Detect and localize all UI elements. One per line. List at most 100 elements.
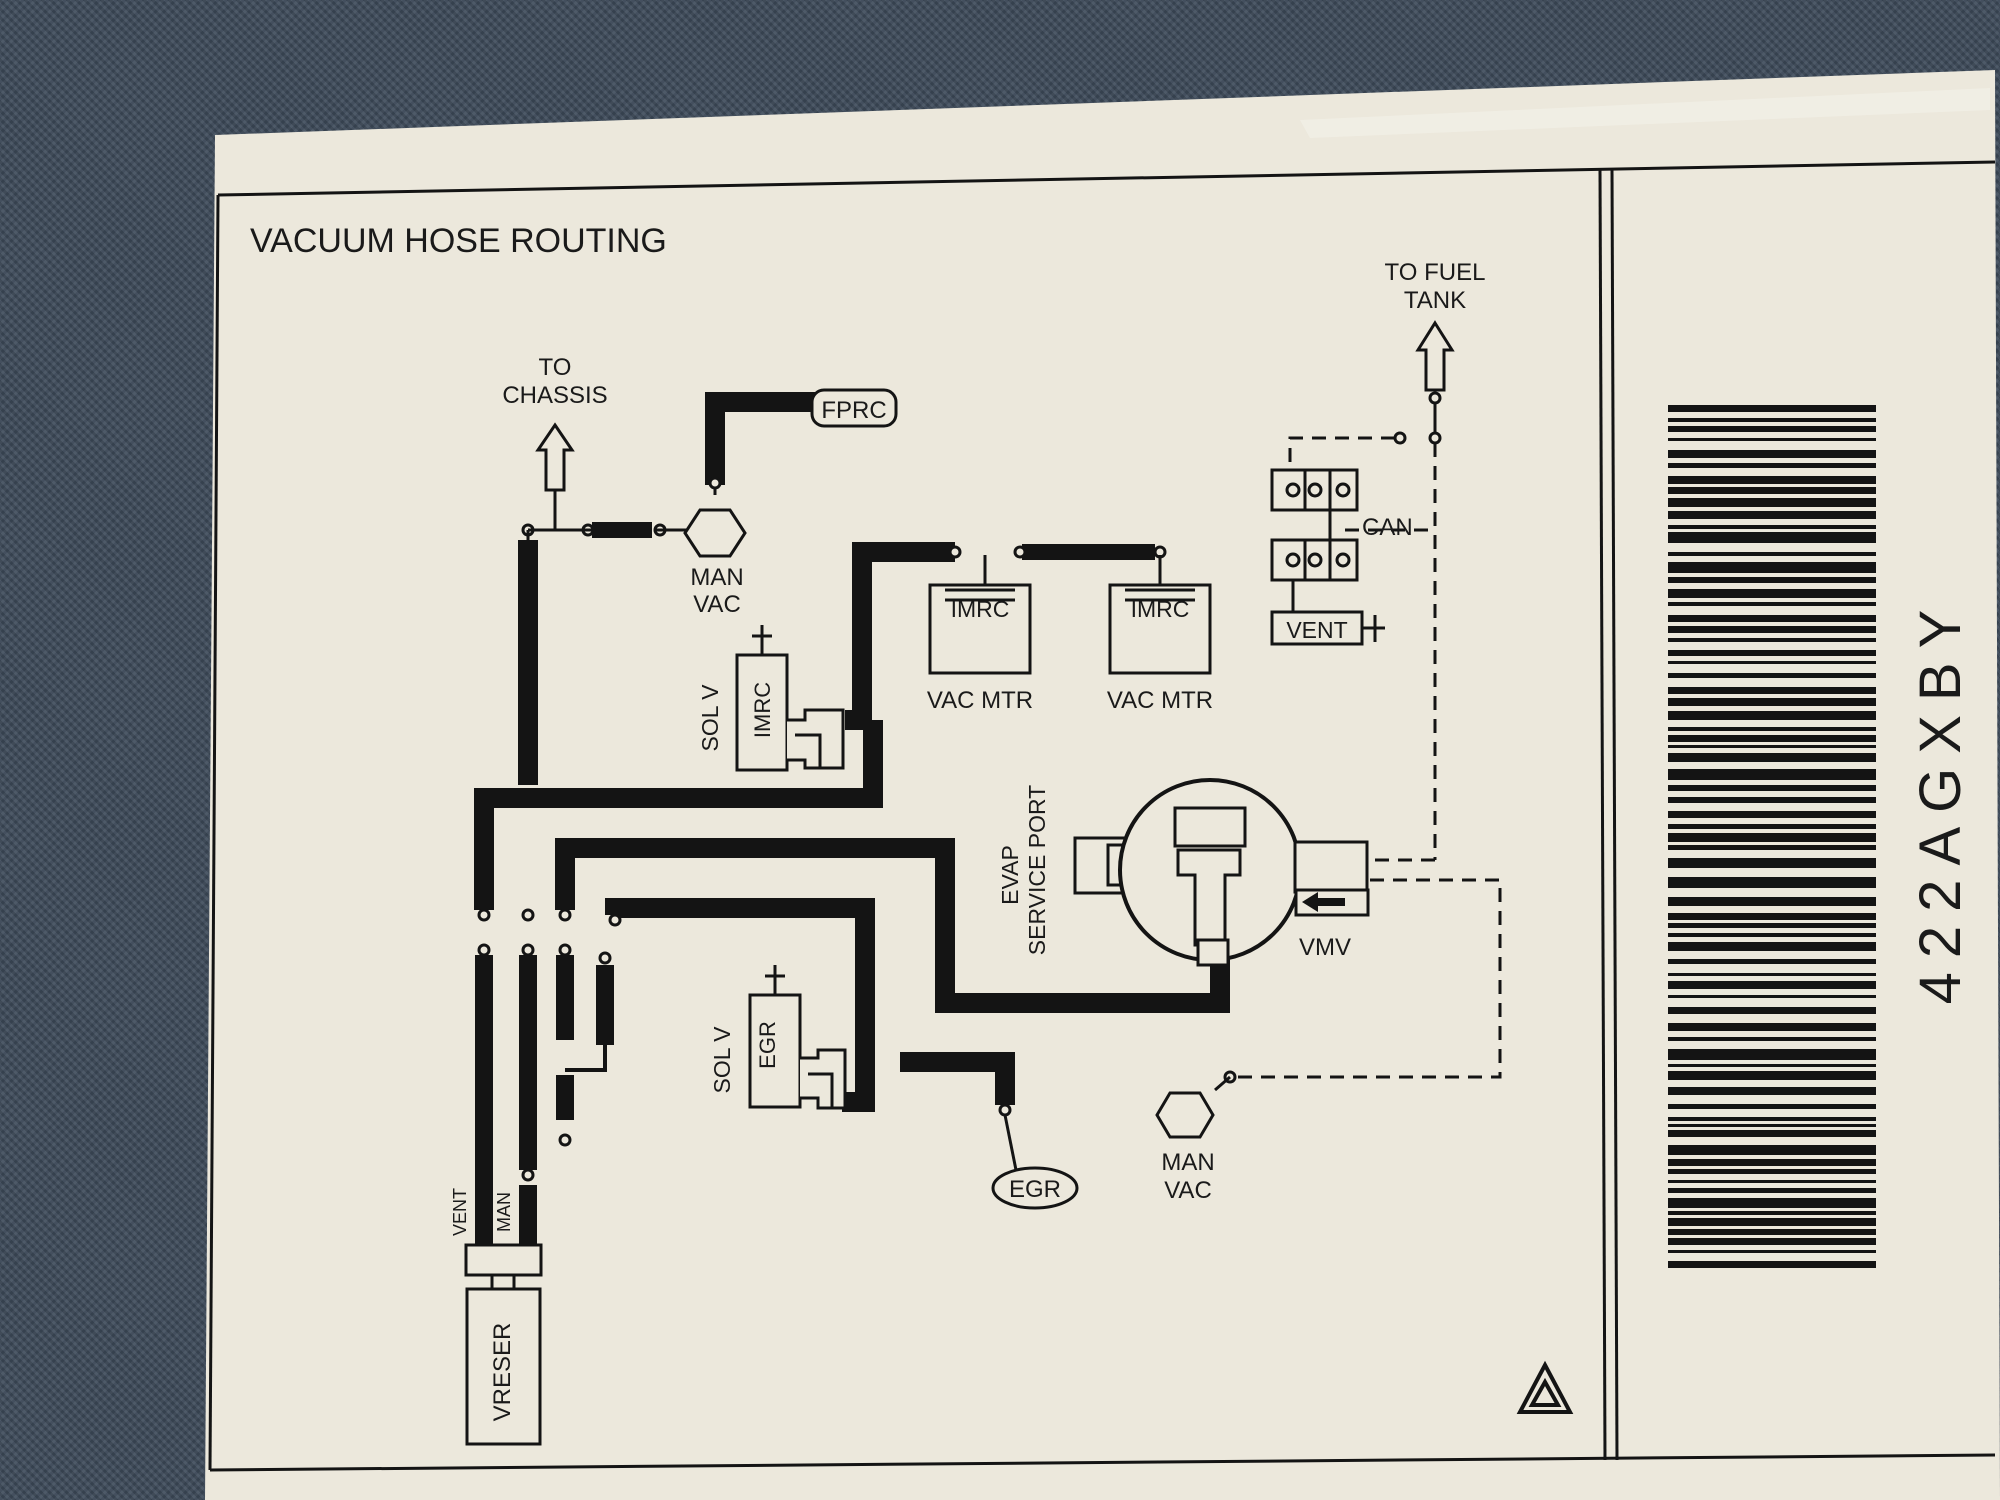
barcode-bar xyxy=(1668,769,1876,780)
barcode-bar xyxy=(1668,1023,1876,1031)
barcode-bar xyxy=(1668,673,1876,678)
man-res-label: MAN xyxy=(494,1192,514,1232)
barcode-bar xyxy=(1668,532,1876,543)
barcode-bar xyxy=(1668,824,1876,829)
barcode-bar xyxy=(1668,589,1876,598)
barcode-bar xyxy=(1668,711,1876,720)
barcode-code: 422AGXBY xyxy=(1908,596,1973,1005)
barcode-bar xyxy=(1668,1218,1876,1226)
barcode-bar xyxy=(1668,626,1876,633)
barcode-bar xyxy=(1668,1159,1876,1166)
barcode-bar xyxy=(1668,735,1876,742)
barcode-bar xyxy=(1668,1071,1876,1080)
vent-res-label: VENT xyxy=(450,1188,470,1236)
sol-v-egr-label: SOL V xyxy=(709,1026,735,1094)
vreser-label: VRESER xyxy=(489,1323,516,1422)
man-vac-bottom-label: MAN xyxy=(1161,1149,1214,1176)
vacuum-reservoir: VRESER VENT MAN xyxy=(450,1188,543,1446)
barcode-bar xyxy=(1668,552,1876,556)
barcode-bar xyxy=(1668,877,1876,888)
evap-label: EVAP xyxy=(997,845,1023,905)
imrc-vac-motor-1: IMRC VAC MTR xyxy=(927,583,1033,714)
barcode-bar xyxy=(1668,498,1876,507)
barcode-bar xyxy=(1668,1037,1876,1041)
vac-mtr-1-label: VAC MTR xyxy=(927,687,1033,714)
to-chassis-label: TO xyxy=(539,354,572,381)
vent-can-label: VENT xyxy=(1286,617,1347,643)
barcode-bar xyxy=(1668,476,1876,484)
imrc-sol-label: IMRC xyxy=(750,682,775,738)
vapor-management-valve: VMV EVAP SERVICE PORT xyxy=(997,778,1370,967)
egr-sol-label: EGR xyxy=(755,1021,780,1069)
barcode-bar xyxy=(1668,562,1876,573)
barcode-bar xyxy=(1668,745,1876,748)
barcode-bar xyxy=(1668,811,1876,818)
man-vac-top-label-2: VAC xyxy=(693,591,741,618)
reservoir-hoses xyxy=(475,955,614,1245)
barcode-bar xyxy=(1668,450,1876,458)
barcode-bar xyxy=(1668,973,1876,976)
barcode-bar xyxy=(1668,1250,1876,1253)
barcode-bar xyxy=(1668,981,1876,989)
imrc-solenoid-valve: IMRC SOL V xyxy=(697,625,845,772)
triangle-logo-icon xyxy=(1516,1360,1574,1414)
man-vac-top-label: MAN xyxy=(690,564,743,591)
barcode-bar xyxy=(1668,418,1876,422)
barcode-bar xyxy=(1668,698,1876,706)
barcode-bar xyxy=(1668,727,1876,731)
barcode-bar xyxy=(1668,785,1876,791)
barcode-bar xyxy=(1668,923,1876,928)
barcode-bar xyxy=(1668,1104,1876,1109)
barcode-bar xyxy=(1668,1145,1876,1155)
barcode-bar xyxy=(1668,858,1876,868)
evap-canister xyxy=(1270,468,1359,612)
barcode-bar xyxy=(1668,1229,1876,1235)
barcode-bar xyxy=(1668,995,1876,998)
barcode-bar xyxy=(1668,942,1876,951)
vacuum-hoses xyxy=(474,392,1230,1112)
fprc-component: FPRC xyxy=(810,388,898,428)
barcode-bar xyxy=(1668,1124,1876,1127)
egr-valve: EGR xyxy=(991,1166,1079,1210)
barcode-bar xyxy=(1668,1007,1876,1014)
barcode-bar xyxy=(1668,897,1876,906)
barcode-bar xyxy=(1668,1211,1876,1215)
man-vac-bottom-label-2: VAC xyxy=(1164,1177,1212,1204)
barcode-bar xyxy=(1668,1169,1876,1174)
sol-v-imrc-label: SOL V xyxy=(697,684,723,752)
barcode-bar xyxy=(1668,602,1876,606)
barcode-bar xyxy=(1668,1261,1876,1268)
barcode-bar xyxy=(1668,405,1876,412)
barcode-bar xyxy=(1668,1049,1876,1060)
barcode-bar xyxy=(1668,577,1876,583)
barcode-bar xyxy=(1668,753,1876,762)
barcode-bar xyxy=(1668,1238,1876,1245)
to-chassis-label-2: CHASSIS xyxy=(502,382,607,409)
barcode-bar xyxy=(1668,525,1876,529)
barcode-bar xyxy=(1668,797,1876,803)
label-sheet xyxy=(205,70,2000,1500)
barcode-bar xyxy=(1668,1087,1876,1095)
barcode-bar xyxy=(1668,687,1876,694)
barcode-bar xyxy=(1668,1130,1876,1137)
imrc-vac-motor-2: IMRC VAC MTR xyxy=(1107,583,1213,714)
can-label: CAN xyxy=(1362,514,1413,541)
barcode-bar xyxy=(1668,650,1876,656)
barcode-bar xyxy=(1668,661,1876,664)
barcode-bar xyxy=(1668,959,1876,964)
barcode-bar xyxy=(1668,426,1876,432)
to-fuel-tank-arrow-icon xyxy=(1415,320,1455,392)
vmv-label: VMV xyxy=(1299,934,1351,961)
evap-service-port-label: SERVICE PORT xyxy=(1024,785,1050,955)
man-vac-bottom-fitting: MAN VAC xyxy=(1155,1091,1215,1204)
barcode xyxy=(1668,405,1876,1268)
barcode-bar xyxy=(1668,833,1876,842)
to-fuel-tank-label-2: TANK xyxy=(1404,287,1466,314)
barcode-bar xyxy=(1668,1198,1876,1208)
vac-mtr-2-label: VAC MTR xyxy=(1107,687,1213,714)
egr-solenoid-valve: EGR SOL V xyxy=(709,965,847,1110)
barcode-bar xyxy=(1668,438,1876,441)
barcode-bar xyxy=(1668,1064,1876,1067)
barcode-bar xyxy=(1668,1188,1876,1193)
